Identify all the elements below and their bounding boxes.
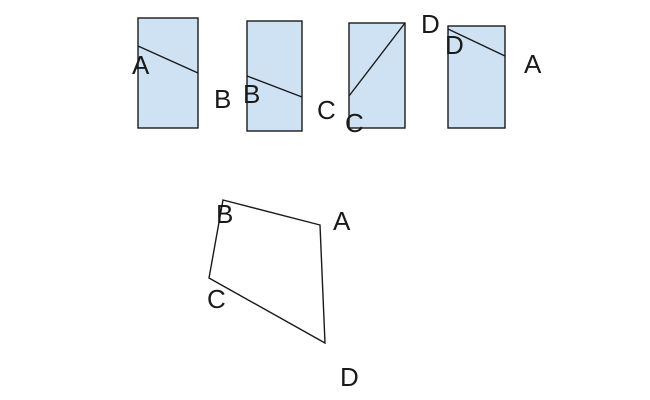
strip-3-label-c: C — [345, 108, 364, 138]
strip-1-fold-line — [137, 45, 199, 74]
strip-2-rect — [246, 20, 303, 132]
strip-2-fold-line — [246, 75, 303, 98]
quad-label-b: B — [216, 199, 233, 229]
strip-2: B — [243, 20, 303, 132]
strip-4-fold-line — [447, 28, 506, 57]
strip-1-label-b: B — [214, 84, 231, 114]
strip-1-rect — [137, 17, 199, 129]
strip-4-label-d-inner: D — [445, 30, 464, 60]
quad-label-d: D — [340, 362, 359, 392]
strip-4-label-a: A — [524, 49, 542, 79]
strip-2-label-b: B — [243, 79, 260, 109]
quadrilateral-shape — [208, 199, 326, 345]
quad-label-c: C — [207, 284, 226, 314]
strip-4-label-d-outer: D — [421, 9, 440, 39]
strip-3-fold-line — [348, 22, 406, 97]
strip-3-rect — [348, 22, 406, 129]
quad-label-a: A — [333, 206, 351, 236]
quadrilateral: B A C D — [207, 199, 359, 392]
strip-1-label-a: A — [132, 50, 150, 80]
strip-3: C — [345, 22, 406, 138]
strip-4: D D A — [421, 9, 542, 129]
strip-2-label-c: C — [317, 95, 336, 125]
strip-1: A — [132, 17, 199, 129]
